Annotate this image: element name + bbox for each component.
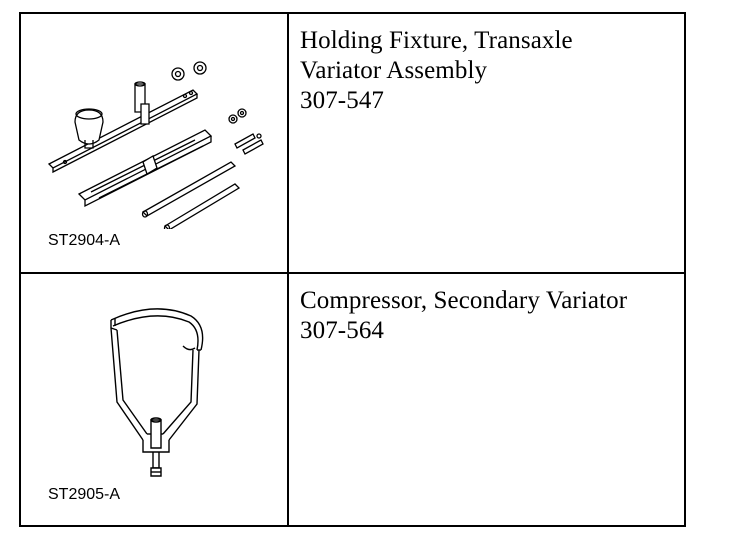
tool-row: ST2904-A Holding Fixture, Transaxle Vari… [21, 14, 684, 274]
compressor-illustration [110, 308, 204, 477]
special-tools-table: ST2904-A Holding Fixture, Transaxle Vari… [19, 12, 686, 527]
holding-fixture-illustration [47, 61, 264, 229]
tool-image-cell: ST2905-A [21, 274, 289, 525]
tool-row: ST2905-A Compressor, Secondary Variator … [21, 274, 684, 525]
tool-part-number: 307-564 [300, 317, 385, 344]
tool-description-cell: Compressor, Secondary Variator 307-564 [289, 274, 684, 525]
tool-image-cell: ST2904-A [21, 14, 289, 272]
tool-part-number: 307-547 [300, 87, 385, 114]
tool-name-line: Holding Fixture, Transaxle [300, 27, 573, 54]
tool-name-line: Compressor, Secondary Variator [300, 287, 628, 314]
tool-description-cell: Holding Fixture, Transaxle Variator Asse… [289, 14, 684, 272]
tool-description: Holding Fixture, Transaxle Variator Asse… [300, 26, 573, 116]
illustration-reference-code: ST2905-A [48, 486, 121, 503]
tool-description: Compressor, Secondary Variator 307-564 [300, 286, 627, 346]
illustration-reference-code: ST2904-A [48, 232, 121, 249]
tool-name-line: Variator Assembly [300, 57, 488, 84]
